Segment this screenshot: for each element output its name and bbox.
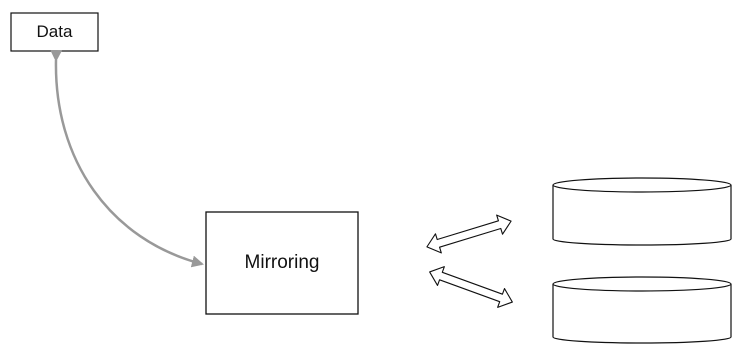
database-cylinder-icon: [552, 276, 732, 344]
data-label: Data: [36, 22, 73, 41]
mirroring-box: [205, 211, 359, 315]
double-arrow-icon: [429, 266, 513, 308]
database-cylinder-icon: [552, 177, 732, 246]
mirroring-label: Mirroring: [244, 252, 320, 273]
data-mirroring-connector: [50, 49, 204, 268]
data-box: [10, 12, 99, 52]
double-arrow-icon: [426, 214, 512, 254]
